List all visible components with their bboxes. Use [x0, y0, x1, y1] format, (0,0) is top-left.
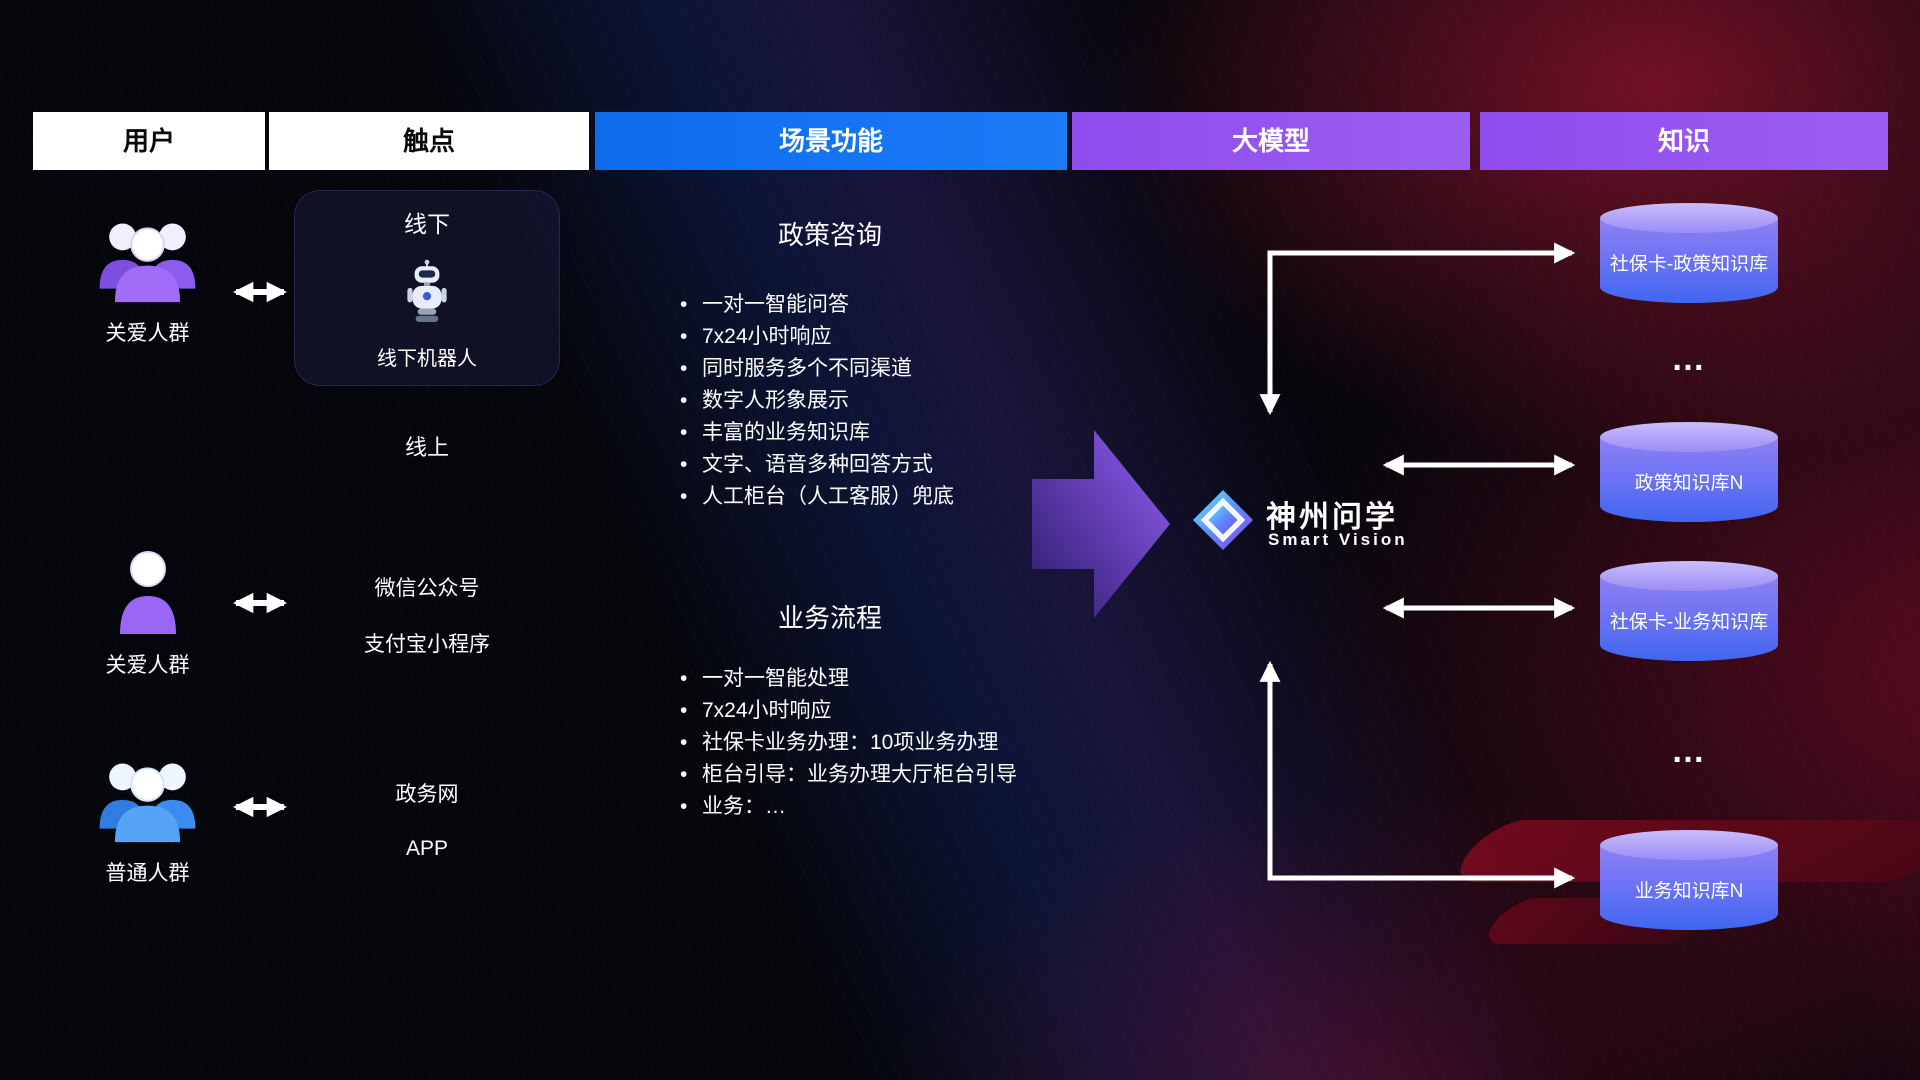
flow-arrow-icon	[1032, 430, 1170, 618]
list-item: 文字、语音多种回答方式	[680, 454, 1080, 475]
list-item: 人工柜台（人工客服）兜底	[680, 486, 1080, 507]
cylinder-top	[1600, 561, 1778, 591]
header-users: 用户	[33, 112, 265, 170]
kb-cylinder-policy-socialcard: 社保卡-政策知识库	[1600, 203, 1778, 303]
user-group-ordinary: 普通人群	[85, 752, 210, 887]
user-group-label: 普通人群	[105, 862, 190, 885]
offline-title: 线下	[404, 211, 450, 237]
robot-icon	[407, 259, 447, 322]
kb-label: 社保卡-政策知识库	[1609, 253, 1769, 275]
user-group-care-2: 关爱人群	[85, 548, 210, 679]
channel-wechat: 微信公众号	[374, 577, 480, 600]
list-item: 数字人形象展示	[680, 390, 1080, 411]
header-scene-functions: 场景功能	[595, 112, 1067, 170]
scene-business-list: 一对一智能处理 7x24小时响应 社保卡业务办理：10项业务办理 柜台引导：业务…	[680, 668, 1080, 828]
user-group-label: 关爱人群	[105, 654, 190, 677]
list-item: 7x24小时响应	[680, 326, 1080, 347]
list-item: 一对一智能问答	[680, 294, 1080, 315]
diamond-gem-icon	[1192, 489, 1254, 551]
offline-robot-label: 线下机器人	[377, 348, 477, 370]
list-item: 丰富的业务知识库	[680, 422, 1080, 443]
header-touchpoints: 触点	[269, 112, 589, 170]
cylinder-top	[1600, 203, 1778, 233]
list-item: 7x24小时响应	[680, 700, 1080, 721]
users-group-icon	[99, 763, 196, 843]
user-group-care-1: 关爱人群	[85, 212, 210, 347]
cylinder-top	[1600, 422, 1778, 452]
channel-alipay: 支付宝小程序	[364, 633, 490, 656]
header-knowledge: 知识	[1480, 112, 1888, 170]
channel-gov-web: 政务网	[395, 783, 459, 806]
scene-title-business: 业务流程	[777, 603, 882, 633]
list-item: 业务：…	[680, 796, 1080, 817]
kb-label: 业务知识库N	[1634, 880, 1744, 902]
user-icon	[119, 551, 176, 634]
header-large-model: 大模型	[1072, 112, 1470, 170]
list-item: 一对一智能处理	[680, 668, 1080, 689]
kb-label: 政策知识库N	[1634, 472, 1744, 494]
cylinder-top	[1600, 830, 1778, 860]
ellipsis: …	[1671, 340, 1707, 378]
knowledge-connector-arrows	[1259, 242, 1576, 889]
list-item: 社保卡业务办理：10项业务办理	[680, 732, 1080, 753]
online-title: 线上	[404, 435, 449, 460]
user-group-label: 关爱人群	[105, 322, 190, 345]
model-name: 神州问学	[1266, 501, 1398, 534]
list-item: 柜台引导：业务办理大厅柜台引导	[680, 764, 1080, 785]
ellipsis: …	[1671, 732, 1707, 770]
kb-label: 社保卡-业务知识库	[1609, 611, 1769, 633]
scene-policy-list: 一对一智能问答 7x24小时响应 同时服务多个不同渠道 数字人形象展示 丰富的业…	[680, 294, 1080, 518]
kb-cylinder-policy-n: 政策知识库N	[1600, 422, 1778, 522]
users-group-icon	[99, 223, 196, 303]
user-touchpoint-arrows	[232, 281, 288, 818]
kb-cylinder-business-socialcard: 社保卡-业务知识库	[1600, 561, 1778, 661]
scene-title-policy: 政策咨询	[777, 220, 882, 250]
channel-app: APP	[405, 837, 449, 860]
model-subtitle: Smart Vision	[1268, 530, 1408, 549]
list-item: 同时服务多个不同渠道	[680, 358, 1080, 379]
kb-cylinder-business-n: 业务知识库N	[1600, 830, 1778, 930]
offline-robot-card: 线下 线下机器人	[294, 190, 560, 386]
